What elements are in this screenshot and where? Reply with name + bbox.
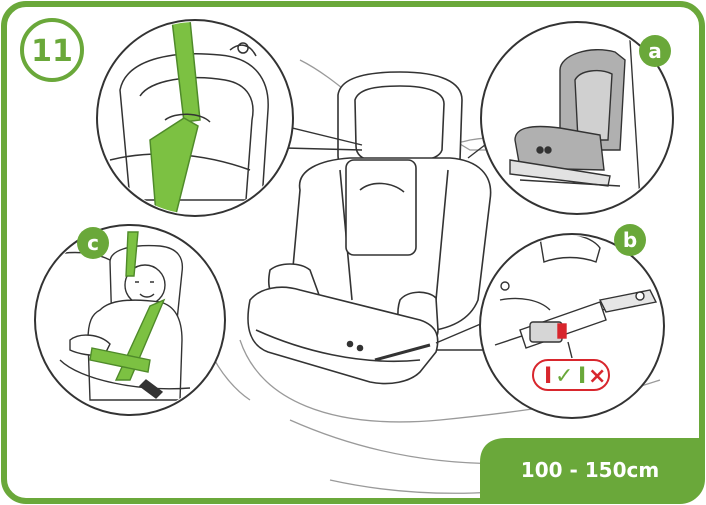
callout-a-letter: a (648, 39, 662, 63)
step-badge: 11 (22, 20, 82, 80)
callout-a-badge: a (639, 35, 671, 67)
indicator-mark-green-bar: I (578, 364, 586, 389)
callout-b-badge: b (614, 224, 646, 256)
inset-isofix-indicator: I ✓ I × (480, 234, 664, 418)
inset-child-belted (35, 225, 225, 415)
inset-headrest-belt (97, 20, 293, 216)
callout-b-letter: b (623, 228, 637, 252)
check-mark-icon: ✓ (555, 364, 573, 389)
height-range-label: 100 - 150cm (521, 458, 659, 482)
callout-c-letter: c (87, 231, 99, 255)
indicator-mark-red-bar: I (544, 364, 552, 389)
callout-c-badge: c (77, 227, 109, 259)
height-range-tab: 100 - 150cm (480, 438, 702, 501)
step-number: 11 (31, 34, 73, 69)
cross-mark-icon: × (588, 364, 606, 389)
